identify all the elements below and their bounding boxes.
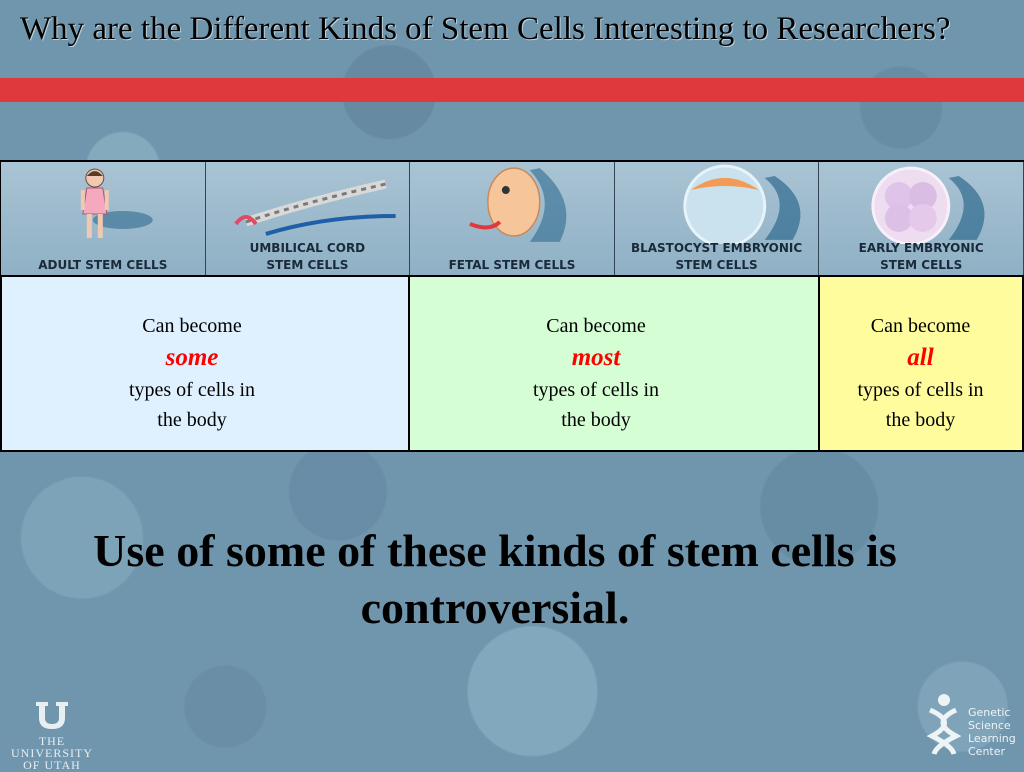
university-line: UNIVERSITY [11,746,93,760]
potency-box-all: Can become all types of cells in the bod… [820,275,1024,452]
box-emphasis: most [571,344,621,371]
box-suffix: the body [561,409,631,431]
dna-figure-icon [926,694,962,755]
panel-fetal-stem-cells: FETAL STEM CELLS [410,162,615,276]
panel-adult-stem-cells: ADULT STEM CELLS [1,162,206,276]
box-suffix: types of cells in [857,379,984,401]
umbilical-cord-illustration [233,179,396,236]
potency-box-some: Can become some types of cells in the bo… [0,275,410,452]
blastocyst-illustration [683,164,801,244]
box-emphasis: all [907,344,934,371]
gslc-line: Science [968,719,1011,732]
panel-caption: ADULT STEM CELLS [38,258,168,272]
box-suffix: the body [157,409,227,431]
fetus-illustration [469,167,567,242]
block-u-icon [36,702,68,729]
box-suffix: types of cells in [128,379,256,401]
university-line: OF UTAH [23,758,81,772]
box-prefix: Can become [546,315,646,337]
genetic-science-learning-center-logo: Genetic Science Learning Center [920,688,1024,764]
gslc-line: Learning [968,732,1016,745]
box-suffix: the body [885,409,956,431]
panel-caption: FETAL STEM CELLS [448,258,576,272]
gslc-line: Genetic [968,706,1011,719]
university-line: THE [38,734,66,748]
gslc-line: Center [968,745,1006,758]
university-of-utah-logo: THE UNIVERSITY OF UTAH [4,700,100,771]
potency-boxes: Can become some types of cells in the bo… [0,275,1024,452]
potency-box-most: Can become most types of cells in the bo… [410,275,820,452]
adult-girl-illustration [80,168,153,238]
early-embryo-illustration [871,166,985,244]
box-prefix: Can become [870,315,971,337]
title-accent-bar [0,78,1024,102]
box-emphasis: some [165,344,219,371]
slide-title: Why are the Different Kinds of Stem Cell… [20,11,951,47]
box-suffix: types of cells in [532,379,660,401]
box-prefix: Can become [142,315,242,337]
controversy-statement: Use of some of these kinds of stem cells… [93,525,897,633]
